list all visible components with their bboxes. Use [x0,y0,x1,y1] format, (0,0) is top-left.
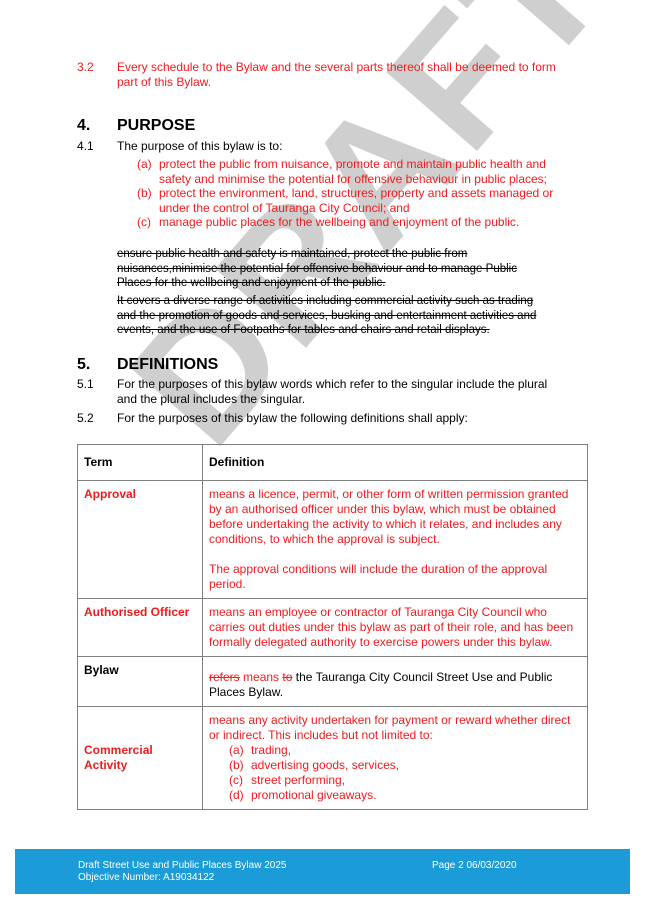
definition-list: (a) trading, (b) advertising goods, servic… [209,743,581,803]
clause-text: For the purposes of this bylaw words whi… [117,377,547,406]
list-item-number: (a) [229,743,244,757]
inserted-word: means [243,670,280,684]
list-item-text: manage public places for the wellbeing a… [159,215,520,229]
term-cell: Commercial Activity [77,706,203,810]
section-number: 4. [77,117,91,134]
deleted-paragraph: It covers a diverse range of activities … [117,294,536,338]
term-cell: Bylaw [77,656,203,707]
clause-number: 4.1 [77,139,94,153]
list-item-text: protect the public from nuisance, promot… [159,157,547,186]
clause-number: 5.2 [77,411,94,425]
footer-page-date: Page 2 06/03/2020 [432,860,517,871]
deleted-word: refers [209,670,240,684]
deleted-line: Places for the wellbeing and enjoyment o… [117,277,386,289]
clause-text-line: part of this Bylaw. [117,74,212,89]
clause-text-line: Every schedule to the Bylaw and the seve… [117,60,556,74]
table-row: Authorised Officer means an employee or … [77,598,588,657]
list-item-line: under the control of Tauranga City Counc… [159,200,410,215]
list-item: (d) promotional giveaways. [229,788,581,803]
list-item-text: advertising goods, services, [251,758,400,772]
clause-number: 5.1 [77,377,94,391]
list-item-text: protect the environment, land, structure… [159,186,553,215]
list-item-text: promotional giveaways. [251,788,377,802]
definition-text: means a licence, permit, or other form o… [209,487,569,546]
definition-cell: refers means to the Tauranga City Counci… [202,656,588,707]
deleted-line: It covers a diverse range of activities … [117,295,534,307]
list-item: (b) protect the environment, land, struc… [137,186,577,215]
page-footer: Draft Street Use and Public Places Bylaw… [15,849,630,894]
list-item-line: safety and minimise the potential for of… [159,171,548,186]
list-item-number: (c) [137,215,151,229]
clause-text: For the purposes of this bylaw the follo… [117,411,468,425]
deleted-paragraph: ensure public health and safety is maint… [117,247,517,291]
definition-cell: means an employee or contractor of Taura… [202,598,588,657]
table-header-term: Term [77,444,203,481]
table-row: Commercial Activity means any activity u… [77,706,588,810]
section-title: PURPOSE [117,117,196,134]
footer-document-title: Draft Street Use and Public Places Bylaw… [78,860,287,871]
list-item-number: (c) [229,773,243,787]
definitions-table: Term Definition Approval means a licence… [77,444,588,810]
list-item: (c) manage public places for the wellbei… [137,215,577,230]
deleted-line: events, and the use of Footpaths for tab… [117,324,490,336]
definition-text: the Tauranga City Council Street Use and… [209,670,553,699]
list-item-line: protect the public from nuisance, promot… [159,157,546,171]
footer-objective-number: Objective Number: A19034122 [78,872,215,883]
definition-cell: means any activity undertaken for paymen… [202,706,588,810]
table-header-row: Term Definition [77,444,588,481]
list-item-number: (d) [229,788,244,802]
clause-text-line: and the plural includes the singular. [117,391,306,406]
list-item-number: (b) [137,186,152,200]
section-title: DEFINITIONS [117,356,219,373]
deleted-word: to [282,670,293,684]
clause-text: The purpose of this bylaw is to: [117,139,283,153]
purpose-list: (a) protect the public from nuisance, pr… [137,157,577,230]
list-item: (b) advertising goods, services, [229,758,581,773]
definition-cell: means a licence, permit, or other form o… [202,480,588,599]
table-row: Approval means a licence, permit, or oth… [77,480,588,599]
deleted-line: ensure public health and safety is maint… [117,248,468,260]
clause-text-line: For the purposes of this bylaw words whi… [117,377,548,391]
list-item: (a) trading, [229,743,581,758]
definition-text: The approval conditions will include the… [209,562,548,591]
list-item-number: (b) [229,758,244,772]
list-item-text: street performing, [251,773,346,787]
list-item-text: trading, [251,743,292,757]
term-cell: Authorised Officer [77,598,203,657]
clause-number: 3.2 [77,60,94,74]
table-header-definition: Definition [202,444,588,481]
list-item: (c) street performing, [229,773,581,788]
deleted-line: nuisances,minimise the potential for off… [117,262,517,275]
definition-text: means any activity undertaken for paymen… [209,713,571,742]
term-cell: Approval [77,480,203,599]
deleted-line: and the promotion of goods and services,… [117,309,537,322]
section-number: 5. [77,356,91,373]
table-row: Bylaw refers means to the Tauranga City … [77,656,588,707]
list-item-number: (a) [137,157,152,171]
list-item-line: protect the environment, land, structure… [159,186,554,200]
list-item: (a) protect the public from nuisance, pr… [137,157,577,186]
